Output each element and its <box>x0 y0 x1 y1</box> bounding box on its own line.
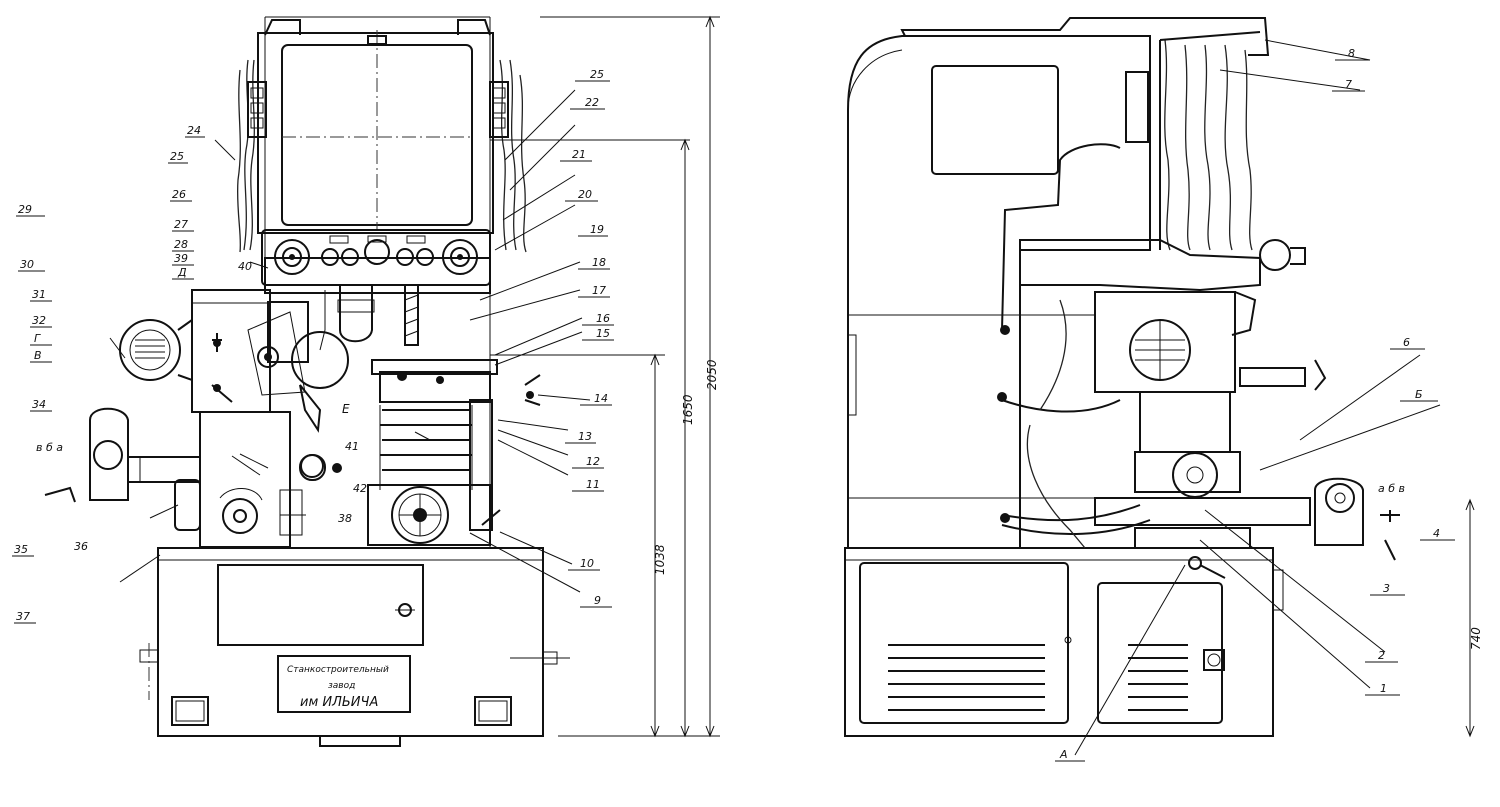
control-panel <box>261 229 491 286</box>
label-V: В <box>34 349 42 362</box>
handwheel[interactable] <box>391 486 449 544</box>
label-30: 30 <box>20 258 34 271</box>
label-r22: 22 <box>585 96 599 109</box>
nameplate-line-1: Станкостроительный <box>287 665 389 675</box>
label-r11: 11 <box>586 478 600 491</box>
dim-1650: 1650 <box>681 394 695 425</box>
label-s4: 4 <box>1433 527 1440 540</box>
label-r18: 18 <box>592 256 606 269</box>
label-r13: 13 <box>578 430 592 443</box>
label-r12: 12 <box>586 455 600 468</box>
front-base-cabinet <box>157 547 544 737</box>
label-G: Г <box>34 332 41 345</box>
label-r10: 10 <box>580 557 594 570</box>
label-r16: 16 <box>596 312 610 325</box>
label-abv: а б в <box>1378 482 1405 495</box>
dim-1038: 1038 <box>653 544 667 575</box>
label-34: 34 <box>32 398 46 411</box>
label-s7: 7 <box>1345 78 1352 91</box>
dim-2050: 2050 <box>705 359 719 390</box>
label-sB: Б <box>1415 388 1423 401</box>
left-motor <box>119 319 181 381</box>
label-38: 38 <box>338 512 352 525</box>
label-31: 31 <box>32 288 46 301</box>
side-vent-left <box>888 644 1045 711</box>
left-curtain <box>236 59 255 253</box>
label-41: 41 <box>345 440 359 453</box>
side-view: 8 7 6 Б а б в 4 3 2 1 А 740 <box>844 17 1483 762</box>
label-24: 24 <box>187 124 201 137</box>
label-E: Е <box>342 402 350 416</box>
label-r20: 20 <box>578 188 592 201</box>
side-column <box>847 35 1151 548</box>
right-control-knob[interactable] <box>442 239 478 275</box>
nameplate-line-3: им ИЛЬИЧА <box>300 695 378 710</box>
label-r9: 9 <box>594 594 601 607</box>
left-control-knob[interactable] <box>274 239 310 275</box>
label-D: Д <box>177 266 187 279</box>
label-r15: 15 <box>596 327 610 340</box>
label-40: 40 <box>238 260 252 273</box>
side-curtain <box>1164 39 1253 251</box>
label-26: 26 <box>172 188 186 201</box>
label-29: 29 <box>18 203 32 216</box>
bellows <box>380 409 472 486</box>
label-s3: 3 <box>1383 582 1390 595</box>
label-r25: 25 <box>590 68 604 81</box>
label-27: 27 <box>174 218 188 231</box>
label-s8: 8 <box>1348 47 1355 60</box>
nameplate <box>277 655 411 713</box>
label-32: 32 <box>32 314 46 327</box>
label-25: 25 <box>170 150 184 163</box>
front-view: Станкостроительный завод им ИЛЬИЧА <box>12 15 720 747</box>
label-s1: 1 <box>1380 682 1387 695</box>
side-vent-right <box>1128 644 1188 711</box>
label-s2: 2 <box>1378 649 1385 662</box>
label-sA: А <box>1059 748 1068 761</box>
label-r14: 14 <box>594 392 608 405</box>
label-vba: в б а <box>36 441 63 454</box>
label-r17: 17 <box>592 284 606 297</box>
label-37: 37 <box>16 610 30 623</box>
label-r19: 19 <box>590 223 604 236</box>
label-36: 36 <box>74 540 88 553</box>
projection-screen-housing <box>257 32 494 234</box>
nameplate-line-2: завод <box>328 681 355 691</box>
label-35: 35 <box>14 543 28 556</box>
front-base-door <box>217 564 424 646</box>
side-table <box>1094 497 1311 526</box>
side-base-cabinet <box>844 547 1274 737</box>
dim-740: 740 <box>1469 627 1483 650</box>
label-28: 28 <box>174 238 188 251</box>
right-curtain <box>499 59 527 253</box>
label-s6: 6 <box>1403 336 1410 349</box>
label-r21: 21 <box>572 148 586 161</box>
label-42: 42 <box>353 482 367 495</box>
label-39: 39 <box>174 252 188 265</box>
